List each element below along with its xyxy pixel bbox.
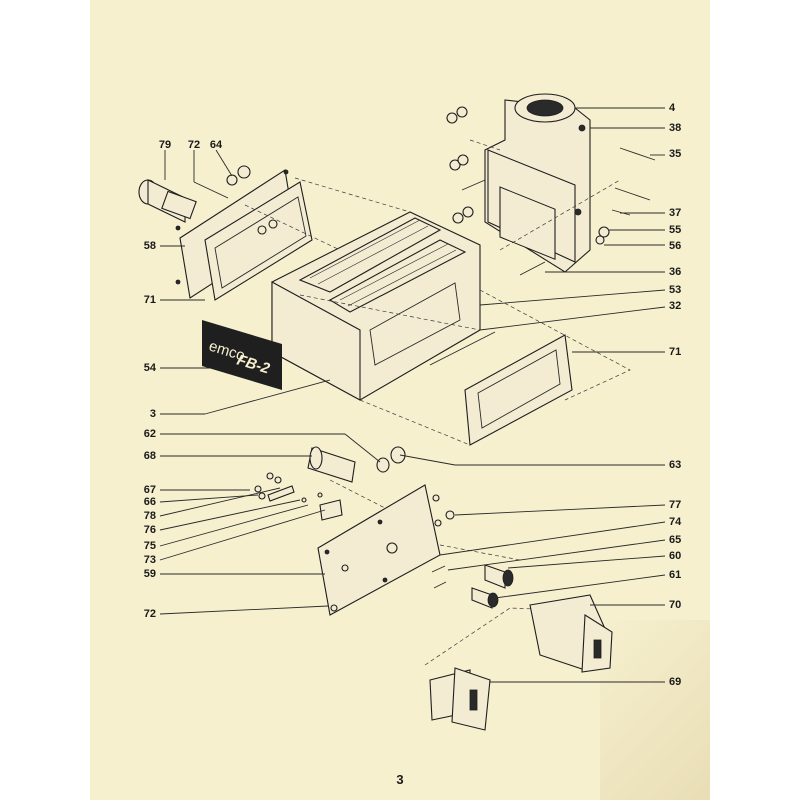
callout-64: 64 — [209, 139, 223, 151]
callout-75: 75 — [143, 540, 156, 552]
callout-32: 32 — [669, 300, 682, 312]
callout-61: 61 — [669, 569, 682, 581]
callout-38: 38 — [669, 122, 682, 134]
cover-plate-71 — [429, 331, 573, 446]
callout-36: 36 — [669, 266, 682, 278]
callout-78: 78 — [143, 510, 156, 522]
page-number: 3 — [396, 772, 404, 787]
nuts-top-left — [446, 106, 546, 276]
callout-58: 58 — [143, 240, 156, 252]
switches-60-61 — [431, 510, 514, 609]
callout-62: 62 — [143, 428, 156, 440]
callout-68: 68 — [143, 450, 156, 462]
rotary-switch-70 — [529, 594, 613, 673]
emco-fb2-badge: emco FB-2 — [202, 320, 282, 390]
callout-55: 55 — [669, 224, 682, 236]
screws-72-64 — [175, 165, 289, 285]
callout-71-right: 71 — [669, 346, 682, 358]
column-head-part-4 — [484, 93, 591, 273]
callout-71-left: 71 — [143, 294, 156, 306]
base-part-3 — [271, 211, 481, 401]
callout-76: 76 — [143, 524, 156, 536]
motor-79 — [138, 179, 197, 223]
callout-67: 67 — [143, 484, 156, 496]
callout-69: 69 — [669, 676, 682, 688]
capacitor-68 — [307, 446, 406, 483]
leader-lines-right — [399, 107, 666, 683]
electrical-panel-59 — [254, 472, 442, 616]
callout-72-bottom: 72 — [143, 608, 156, 620]
callout-72: 72 — [187, 139, 201, 151]
callout-35: 35 — [669, 148, 682, 160]
rotary-switch-69 — [429, 667, 491, 731]
callout-77: 77 — [669, 499, 682, 511]
callout-74: 74 — [669, 516, 682, 528]
callout-59: 59 — [143, 568, 156, 580]
callout-79: 79 — [158, 139, 172, 151]
callout-70: 70 — [669, 599, 682, 611]
bolts-35-37 — [595, 147, 656, 245]
callout-73: 73 — [143, 554, 156, 566]
paper-shadow — [600, 620, 710, 800]
callout-56: 56 — [669, 240, 682, 252]
callout-3: 3 — [149, 408, 156, 420]
plate-58 — [179, 169, 313, 301]
callout-63: 63 — [669, 459, 682, 471]
callout-65: 65 — [669, 534, 682, 546]
callout-60: 60 — [669, 550, 682, 562]
callout-37: 37 — [669, 207, 682, 219]
callout-4: 4 — [669, 102, 676, 114]
callout-66: 66 — [143, 496, 156, 508]
callout-54: 54 — [143, 362, 156, 374]
callout-53: 53 — [669, 284, 682, 296]
leader-lines-left — [159, 149, 381, 615]
